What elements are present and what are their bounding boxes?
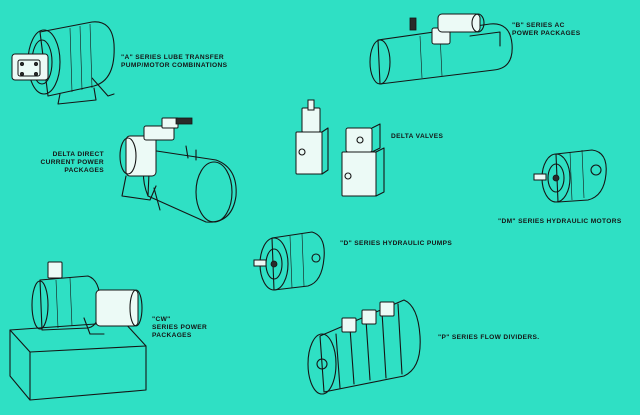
d-series-pump-illustration [253, 231, 325, 291]
dm-series-motor-illustration [533, 149, 607, 203]
b-series-label-line-2: POWER PACKAGES [512, 30, 581, 37]
cw-series-label-line-1: "CW" [152, 316, 171, 323]
dm-series-label: "DM" SERIES HYDRAULIC MOTORS [498, 218, 622, 226]
p-series-label: "P" SERIES FLOW DIVIDERS. [438, 334, 539, 342]
dm-series-label-text: "DM" SERIES HYDRAULIC MOTORS [498, 218, 622, 225]
b-series-power-package-illustration [369, 13, 513, 85]
p-series-flow-divider-illustration [307, 299, 421, 395]
p-series-label-text: "P" SERIES FLOW DIVIDERS. [438, 334, 540, 341]
delta-dc-label: DELTA DIRECT CURRENT POWER PACKAGES [30, 151, 104, 175]
delta-valves-illustration [295, 99, 385, 197]
b-series-label: "B" SERIES AC POWER PACKAGES [512, 22, 581, 38]
cw-series-label-line-2: SERIES POWER [152, 324, 208, 331]
a-series-pump-motor-illustration [11, 21, 115, 105]
delta-dc-label-line-2: CURRENT POWER [40, 159, 104, 166]
b-series-label-line-1: "B" SERIES AC [512, 22, 565, 29]
a-series-label: "A" SERIES LUBE TRANSFER PUMP/MOTOR COMB… [121, 54, 227, 70]
delta-valves-label-text: DELTA VALVES [391, 133, 444, 140]
a-series-label-line-2: PUMP/MOTOR COMBINATIONS [121, 62, 228, 69]
cw-series-label-line-3: PACKAGES [152, 332, 192, 339]
delta-dc-label-line-3: PACKAGES [64, 167, 104, 174]
cw-series-label: "CW" SERIES POWER PACKAGES [152, 316, 207, 340]
cw-series-power-package-illustration [9, 261, 147, 401]
delta-dc-power-package-illustration [119, 117, 237, 223]
a-series-label-line-1: "A" SERIES LUBE TRANSFER [121, 54, 224, 61]
delta-dc-label-line-1: DELTA DIRECT [52, 151, 104, 158]
d-series-label-text: "D" SERIES HYDRAULIC PUMPS [340, 240, 453, 247]
d-series-label: "D" SERIES HYDRAULIC PUMPS [340, 240, 452, 248]
delta-valves-label: DELTA VALVES [391, 133, 443, 141]
